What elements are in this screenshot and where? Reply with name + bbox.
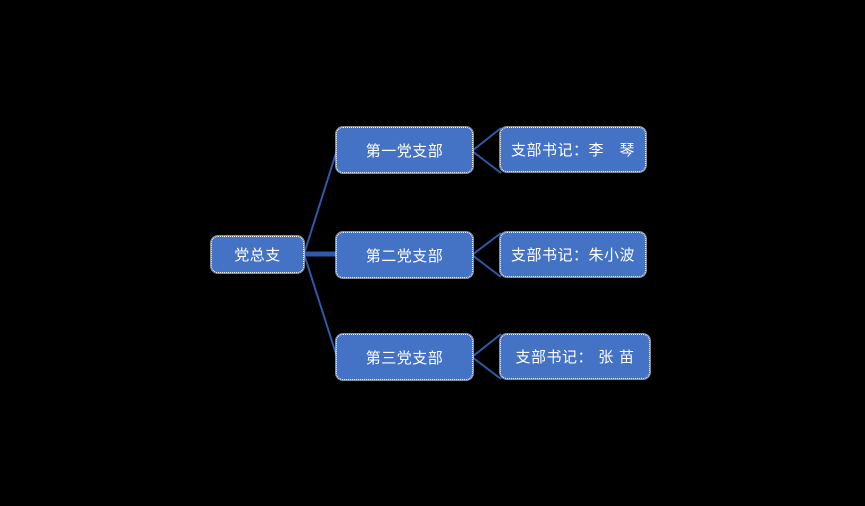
connector-branch-2-to-leaf-2-upper [471, 232, 502, 256]
node-branch-1[interactable]: 第一党支部 [336, 127, 473, 173]
node-leaf-secretary-3[interactable]: 支部书记： 张 苗 [500, 334, 650, 379]
connector-branch-1-to-leaf-1-lower [471, 150, 502, 174]
node-leaf-secretary-2[interactable]: 支部书记：朱小波 [500, 232, 646, 277]
connector-branch-3-to-leaf-3-upper [471, 333, 502, 358]
connector-root-to-branch-3 [303, 253, 338, 358]
node-root-party-general-branch[interactable]: 党总支 [211, 236, 304, 273]
node-branch-2[interactable]: 第二党支部 [336, 232, 473, 278]
connector-branch-3-to-leaf-3-lower [471, 356, 502, 380]
connector-branch-2-to-leaf-2-lower [471, 254, 502, 278]
node-branch-3[interactable]: 第三党支部 [336, 334, 473, 380]
node-leaf-secretary-1[interactable]: 支部书记：李 琴 [500, 127, 646, 172]
connector-branch-1-to-leaf-1-upper [471, 127, 502, 152]
connector-root-to-branch-1 [303, 149, 338, 255]
